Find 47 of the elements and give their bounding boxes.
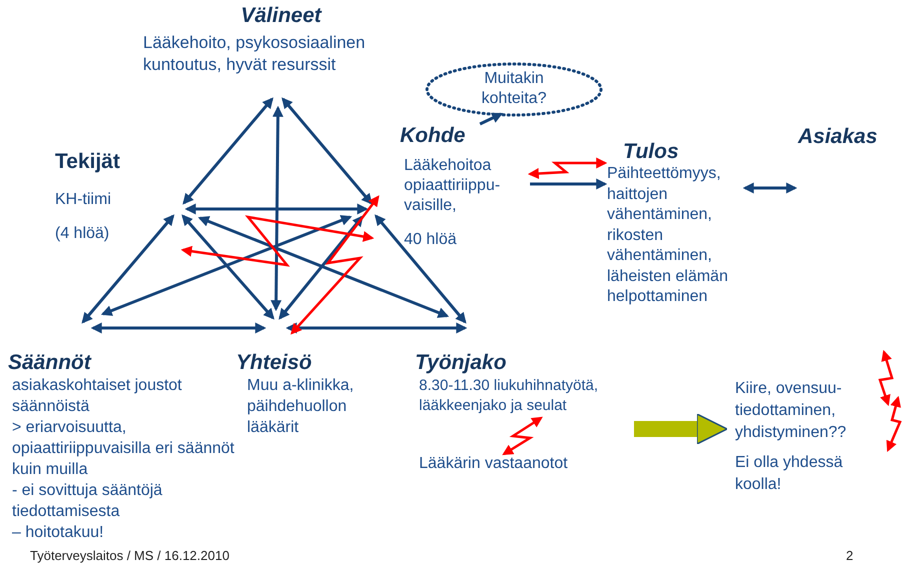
zigzag-arrow [502, 416, 543, 456]
arrow [742, 182, 798, 194]
body-text: 40 hlöä [403, 230, 458, 250]
body-text: Lääkärin vastaanotot [419, 454, 569, 474]
arrow [479, 112, 503, 126]
body-text: – hoitotakuu! [11, 523, 105, 543]
page-number: 2 [846, 548, 854, 563]
arrow [282, 97, 372, 205]
heading: Asiakas [796, 125, 878, 149]
arrow [100, 215, 352, 316]
arrow [90, 322, 266, 334]
body-text: KH-tiimi [55, 190, 112, 210]
body-text: Muitakin kohteita? [480, 69, 548, 109]
block-arrow [634, 413, 728, 445]
heading: Työnjako [415, 351, 508, 375]
heading: Säännöt [8, 351, 92, 375]
body-text: > eriarvoisuutta, opiaattiriippuvaisilla eri säännöt kuin muilla [11, 418, 236, 480]
heading: Tulos [622, 140, 680, 164]
arrow [182, 97, 274, 205]
body-text: Lääkehoitoa opiaattiriippu-vaisille, [403, 156, 502, 216]
arrow [286, 322, 468, 334]
arrow [182, 214, 274, 320]
arrow [82, 214, 174, 324]
arrow [198, 216, 450, 318]
heading: Yhteisö [236, 351, 313, 375]
arrow [530, 178, 608, 190]
body-text: 8.30-11.30 liukuhihnatyötä, lääkkeenjako ja seulat [419, 376, 600, 416]
zigzag-arrow [290, 195, 380, 335]
dotted-ellipse [425, 62, 603, 117]
body-text: asiakaskohtaiset joustot säännöistä [11, 376, 183, 417]
body-text: Ei olla yhdessä koolla! [735, 453, 844, 495]
body-text: Lääkehoito, psykososiaalinen kuntoutus, hyvät resurssit [142, 32, 366, 76]
zigzag-arrow [528, 158, 608, 179]
heading: Kohde [399, 124, 466, 148]
arrow [374, 214, 466, 324]
footer-text: Työterveyslaitos / MS / 16.12.2010 [30, 548, 230, 563]
body-text: Muu a-klinikka, päihdehuollon lääkärit [246, 376, 355, 438]
heading: Välineet [240, 4, 323, 28]
body-text: Päihteettömyys, haittojen vähentäminen, rikosten vähentäminen, läheisten elämän helpottaminen [606, 164, 729, 307]
arrow [184, 204, 368, 214]
arrow [278, 215, 364, 320]
body-text: (4 hlöä) [55, 224, 110, 244]
body-text: - ei sovittuja sääntöjä tiedottamisesta [11, 481, 164, 522]
heading: Tekijät [55, 150, 121, 174]
zigzag-arrow [180, 215, 374, 267]
arrow [270, 106, 284, 312]
body-text: Kiire, ovensuu-tiedottaminen, yhdistyminen?? [735, 379, 848, 443]
